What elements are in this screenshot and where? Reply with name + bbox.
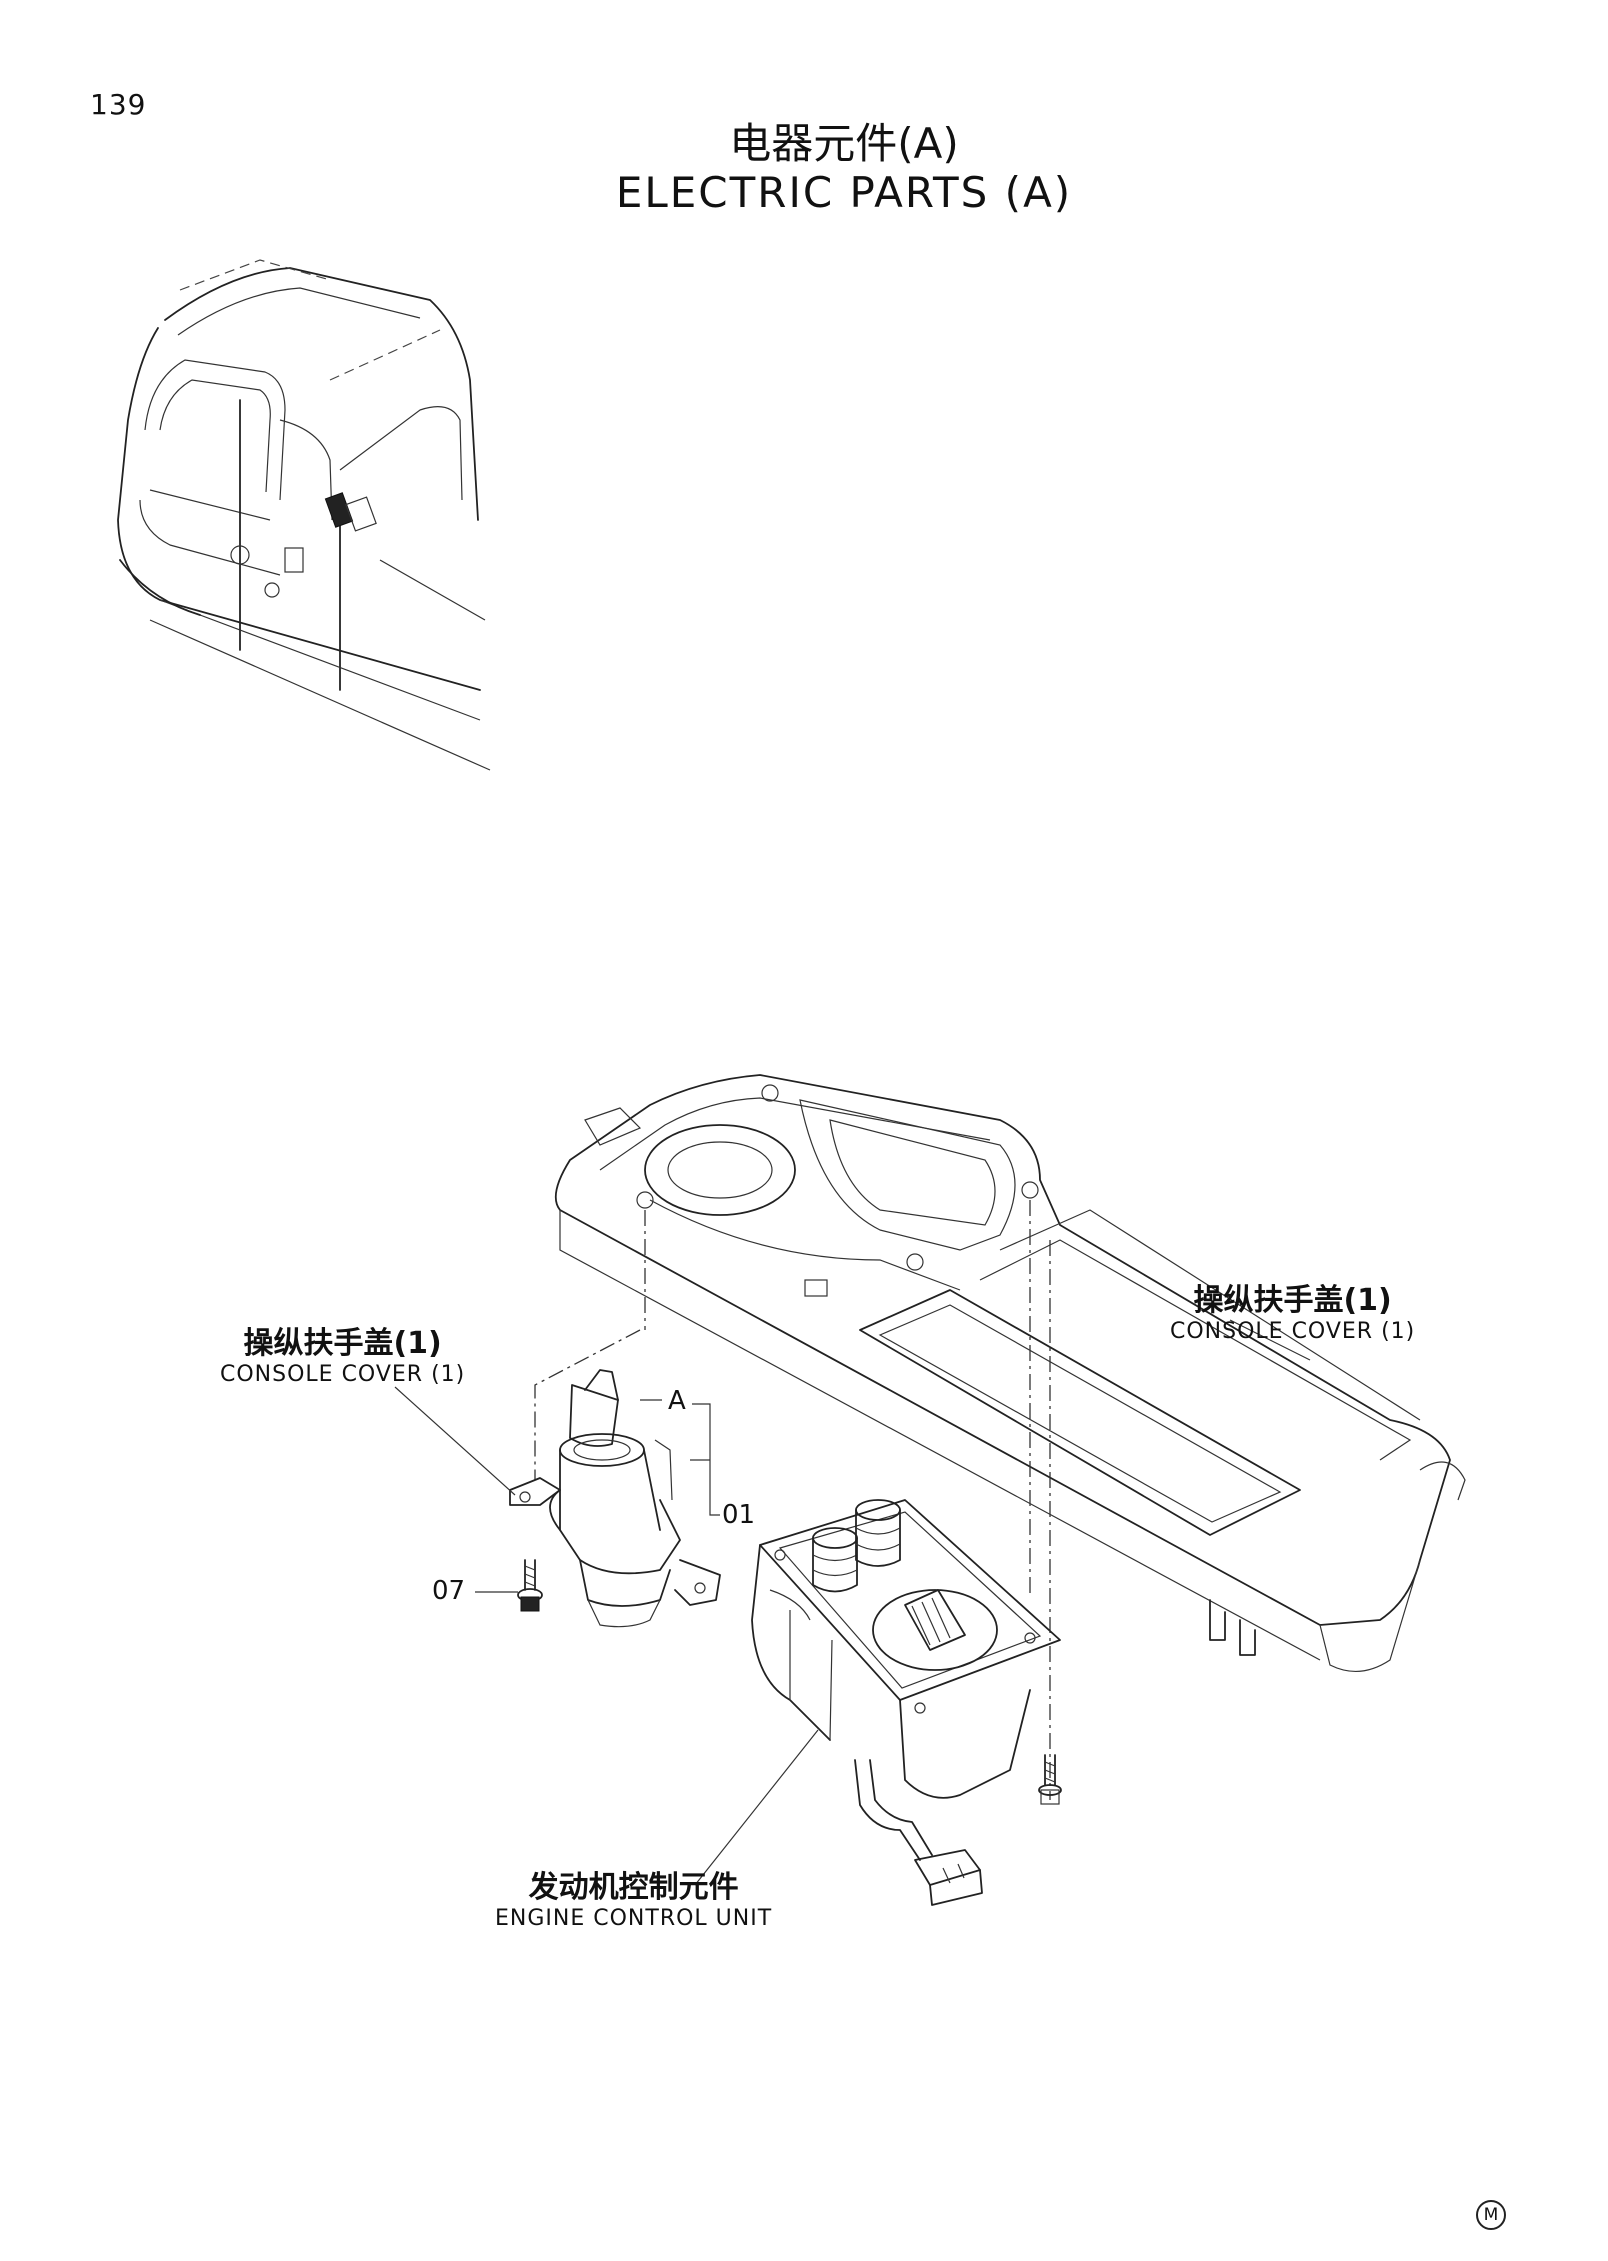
ref-label-07: 07 <box>432 1576 466 1606</box>
callout-label-cn: 操纵扶手盖(1) <box>1193 1283 1392 1318</box>
console-cover-drawing <box>534 1074 1466 1800</box>
callout-label-cn: 操纵扶手盖(1) <box>243 1326 442 1361</box>
cab-overview-drawing <box>117 259 491 771</box>
ref-label-a: A <box>668 1386 686 1416</box>
callout-console-cover-left: 操纵扶手盖(1) CONSOLE COVER (1) <box>220 1318 465 1387</box>
page-title-chinese: 电器元件(A) <box>729 119 959 168</box>
callout-label-en: CONSOLE COVER (1) <box>220 1362 466 1387</box>
callout-label-cn: 发动机控制元件 <box>528 1870 739 1905</box>
callout-label-en: ENGINE CONTROL UNIT <box>495 1906 773 1931</box>
leader-lines <box>394 1319 1311 1886</box>
publisher-mark-icon: M <box>1476 2200 1506 2230</box>
callout-console-cover-right: 操纵扶手盖(1) CONSOLE COVER (1) <box>1170 1275 1415 1344</box>
callout-label-en: CONSOLE COVER (1) <box>1170 1319 1416 1344</box>
ref-label-01: 01 <box>722 1500 756 1530</box>
page-title-english: ELECTRIC PARTS (A) <box>615 168 1073 217</box>
engine-control-unit-drawing <box>751 1499 1062 1906</box>
callout-engine-control-unit: 发动机控制元件 ENGINE CONTROL UNIT <box>495 1862 772 1931</box>
page-number: 139 <box>90 88 147 121</box>
key-switch-drawing <box>509 1369 721 1628</box>
publisher-mark-text: M <box>1483 2205 1499 2225</box>
